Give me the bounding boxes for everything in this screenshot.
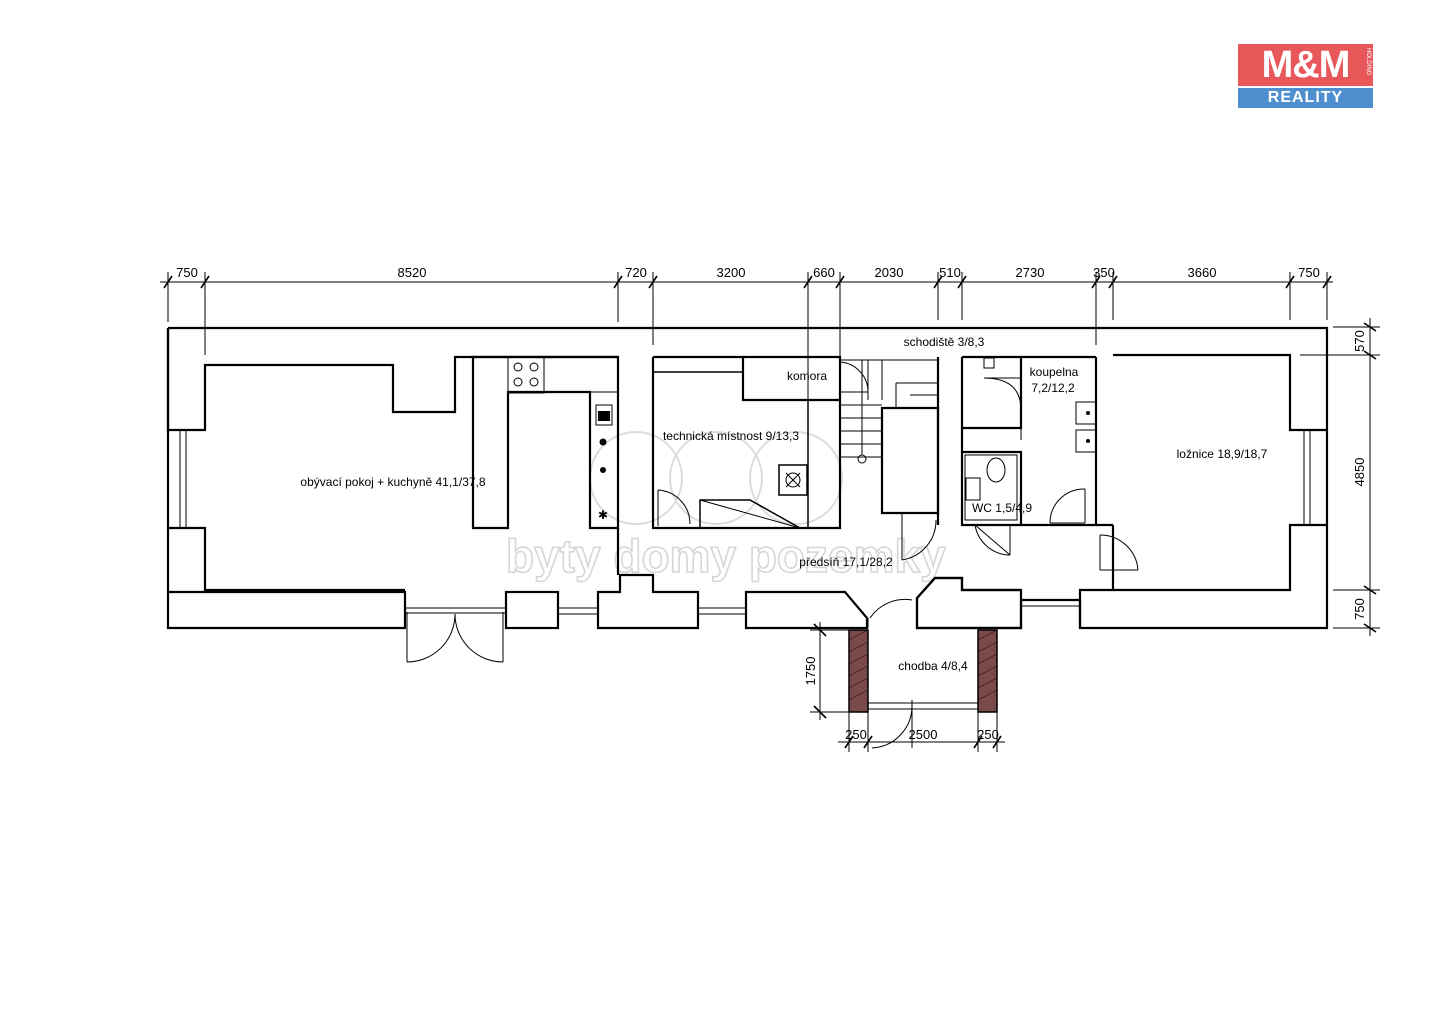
room-label-pantry: komora xyxy=(787,369,827,383)
watermark: byty domy pozemky xyxy=(505,431,947,583)
room-label-technical: technická místnost 9/13,3 xyxy=(663,429,799,443)
room-labels: obývací pokoj + kuchyně 41,1/37,8 techni… xyxy=(300,335,1267,673)
dim-top-5: 2030 xyxy=(875,265,904,280)
top-dimension-line: 750 8520 720 3200 660 2030 510 2730 350 … xyxy=(160,265,1333,440)
dim-bottom-1: 2500 xyxy=(909,727,938,742)
dim-top-6: 510 xyxy=(939,265,961,280)
dim-top-10: 750 xyxy=(1298,265,1320,280)
staircase xyxy=(840,359,938,464)
dim-top-1: 8520 xyxy=(398,265,427,280)
dim-top-8: 350 xyxy=(1093,265,1115,280)
doors xyxy=(406,361,1139,749)
dim-porch-height: 1750 xyxy=(803,657,818,686)
porch: 1750 250 2500 250 xyxy=(803,622,1005,752)
kitchen-fixtures: ✱ xyxy=(507,356,619,529)
brand-logo: M&M HOLDING REALITY xyxy=(1238,44,1373,108)
logo-sub-text: REALITY xyxy=(1238,88,1373,108)
right-dimension-line: 570 4850 750 xyxy=(1300,318,1380,636)
dim-bottom-0: 250 xyxy=(845,727,867,742)
dim-right-0: 570 xyxy=(1352,330,1367,352)
dim-right-1: 4850 xyxy=(1352,458,1367,487)
room-label-wc: WC 1,5/4,9 xyxy=(972,501,1032,515)
room-label-corridor: chodba 4/8,4 xyxy=(898,659,968,673)
room-label-stairs: schodiště 3/8,3 xyxy=(904,335,985,349)
dim-top-7: 2730 xyxy=(1016,265,1045,280)
outer-walls xyxy=(166,326,1329,630)
dim-top-0: 750 xyxy=(176,265,198,280)
interior-walls xyxy=(471,355,1113,575)
dim-top-4: 660 xyxy=(813,265,835,280)
dim-top-2: 720 xyxy=(625,265,647,280)
dim-top-3: 3200 xyxy=(717,265,746,280)
logo-brand-text: M&M xyxy=(1238,44,1373,86)
logo-side-text: HOLDING xyxy=(1365,48,1371,76)
room-label-bathroom-1: koupelna xyxy=(1030,365,1079,379)
room-label-bedroom: ložnice 18,9/18,7 xyxy=(1177,447,1268,461)
watermark-text: byty domy pozemky xyxy=(506,530,946,582)
kitchen-fan-icon: ✱ xyxy=(598,508,608,522)
room-label-bathroom-2: 7,2/12,2 xyxy=(1031,381,1075,395)
boiler-unit xyxy=(778,464,808,496)
dim-right-2: 750 xyxy=(1352,598,1367,620)
dim-bottom-2: 250 xyxy=(977,727,999,742)
room-label-hall: předsíň 17,1/28,2 xyxy=(799,555,893,569)
dim-top-9: 3660 xyxy=(1188,265,1217,280)
room-label-living: obývací pokoj + kuchyně 41,1/37,8 xyxy=(300,475,485,489)
